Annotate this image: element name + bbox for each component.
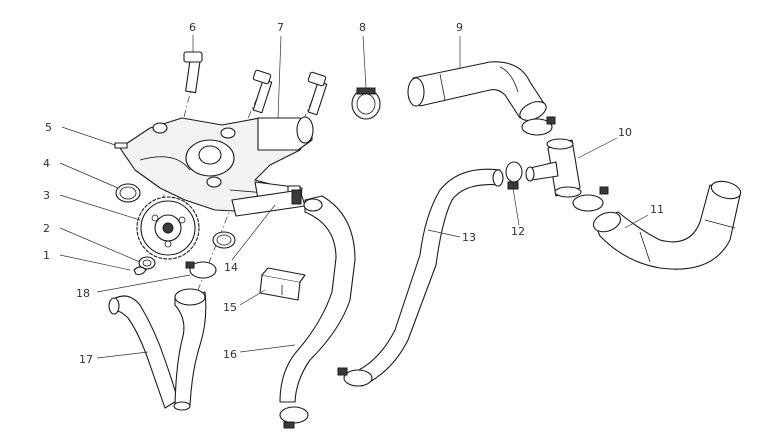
leader-line	[59, 194, 141, 221]
callout-14: 14	[224, 261, 238, 274]
leader-line	[362, 35, 367, 89]
pump-gear	[136, 196, 200, 260]
o-ring-inner	[216, 234, 232, 246]
callout-4: 4	[43, 157, 50, 170]
callout-18: 18	[76, 287, 90, 300]
bolt	[252, 69, 273, 114]
upper-elbow-hose	[407, 61, 547, 121]
leader-line	[96, 351, 149, 359]
callout-17: 17	[79, 353, 93, 366]
hose-clamp	[505, 161, 523, 190]
callout-16: 16	[223, 348, 237, 361]
callout-13: 13	[462, 231, 476, 244]
callout-15: 15	[223, 301, 237, 314]
hose-clamp	[337, 367, 373, 387]
callout-1: 1	[43, 249, 50, 262]
bolt	[307, 71, 328, 116]
s-shaped-hose	[108, 295, 179, 409]
washer-hole	[142, 259, 152, 267]
leader-line	[61, 126, 116, 146]
callout-9: 9	[456, 21, 463, 34]
callout-5: 5	[45, 121, 52, 134]
t-fitting	[525, 138, 582, 198]
hose-clamp	[185, 261, 217, 279]
leader-line	[277, 35, 282, 119]
callout-6: 6	[189, 21, 196, 34]
callout-3: 3	[43, 189, 50, 202]
bolt	[183, 51, 203, 94]
callout-12: 12	[511, 225, 525, 238]
leader-line	[231, 204, 276, 261]
callout-7: 7	[277, 21, 284, 34]
callout-8: 8	[359, 21, 366, 34]
leader-line	[59, 254, 131, 271]
lower-elbow-hose	[592, 180, 742, 270]
o-ring-inner	[119, 186, 137, 200]
leader-line	[239, 344, 296, 353]
leader-line	[96, 274, 191, 293]
leader-line	[624, 214, 649, 229]
leader-line	[239, 289, 266, 306]
leader-line	[511, 181, 520, 226]
outlet-hose	[279, 195, 356, 403]
short-hose	[173, 288, 207, 411]
leader-line	[427, 229, 461, 238]
pump-housing	[119, 116, 314, 213]
leader-line	[577, 137, 618, 159]
hose-clamp	[572, 186, 609, 212]
o-ring	[212, 231, 236, 249]
hose-clamp	[351, 87, 381, 120]
callout-2: 2	[43, 222, 50, 235]
leader-line	[59, 162, 119, 189]
leader-line	[59, 227, 141, 263]
washer	[138, 256, 156, 270]
hose-bracket	[259, 267, 306, 301]
hose-clamp	[279, 406, 309, 429]
hose-clamp	[521, 116, 556, 136]
callout-11: 11	[650, 203, 664, 216]
dowel-pin	[114, 142, 128, 149]
callout-10: 10	[618, 126, 632, 139]
circlip	[133, 266, 147, 276]
long-hose	[354, 168, 504, 387]
o-ring	[115, 183, 141, 203]
